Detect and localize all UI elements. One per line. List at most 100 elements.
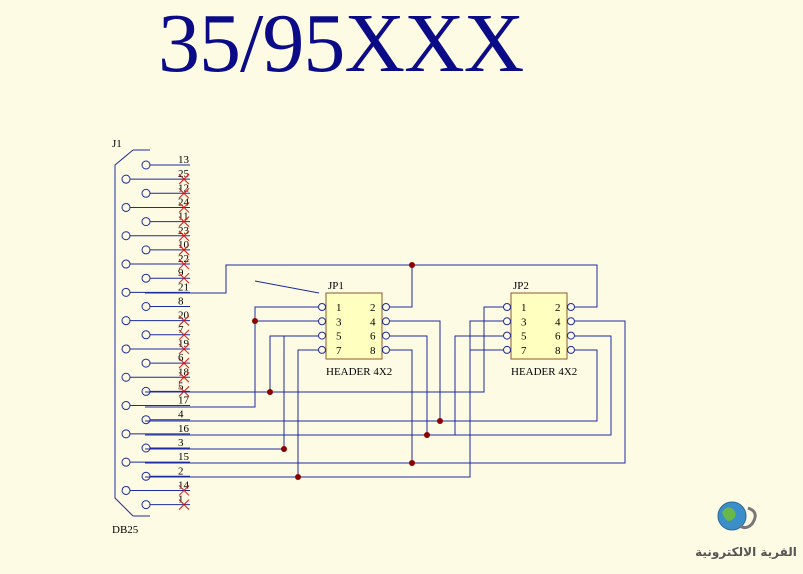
pin-socket: [141, 188, 151, 198]
pin-number: 5: [178, 380, 184, 392]
wire-jp2-pin4: [412, 320, 626, 464]
db25-pin-5: 5: [141, 380, 190, 397]
pin-socket: [121, 485, 131, 495]
db25-pin-12: 12: [141, 182, 190, 199]
jp2-type: HEADER 4X2: [511, 366, 577, 378]
db25-pin-22: 22: [121, 253, 190, 270]
pin-number: 2: [370, 302, 376, 314]
pin-number: 9: [178, 267, 184, 279]
pin-socket: [121, 259, 131, 269]
pin-socket: [567, 317, 575, 326]
junctions: [252, 262, 443, 480]
db25-pin-10: 10: [141, 239, 190, 256]
pin-number: 8: [178, 296, 184, 308]
pin-socket: [121, 372, 131, 382]
wire-jp2-pin7: [298, 349, 504, 478]
pin-number: 4: [555, 316, 561, 328]
pin-number: 2: [555, 302, 561, 314]
pin-number: 11: [178, 211, 189, 223]
globe-land: [722, 507, 736, 521]
pin-socket: [141, 500, 151, 510]
no-connect-mark: [178, 230, 190, 242]
pin-number: 18: [178, 366, 190, 378]
jp2-ref: JP2: [513, 280, 529, 292]
pin-socket: [382, 345, 390, 354]
pin-socket: [567, 331, 575, 340]
pin-socket: [141, 471, 151, 481]
no-connect-mark: [178, 258, 190, 270]
no-connect-mark: [178, 485, 190, 496]
wire-jp1-pin8: [145, 349, 413, 464]
pin-number: 5: [521, 331, 527, 343]
page-title: 35/95XXX: [158, 0, 524, 90]
pin-socket: [382, 303, 390, 311]
pin-socket: [318, 317, 326, 326]
pin-socket: [382, 317, 390, 326]
pin-number: 4: [370, 316, 376, 328]
pin-socket: [141, 245, 151, 255]
pin-socket: [503, 331, 511, 340]
db25-pin-8: 8: [141, 296, 190, 311]
pin-number: 22: [178, 253, 189, 265]
pin-number: 15: [178, 451, 190, 463]
pin-number: 6: [370, 331, 376, 343]
no-connect-mark: [178, 329, 190, 341]
pin-number: 21: [178, 281, 189, 293]
j1-ref: J1: [112, 138, 122, 150]
pin-number: 7: [336, 345, 342, 357]
db25-pin-6: 6: [141, 352, 190, 369]
no-connect-mark: [178, 371, 190, 383]
pin-socket: [141, 386, 151, 396]
db25-pin-21: 21: [121, 281, 190, 297]
db25-pin-20: 20: [121, 310, 190, 327]
pin-socket: [121, 174, 131, 184]
db25-pin-24: 24: [121, 196, 190, 213]
pin-socket: [141, 217, 151, 227]
pin-socket: [141, 443, 151, 453]
pin-socket: [141, 358, 151, 368]
pin-number: 13: [178, 154, 190, 166]
jp1-pin-2: 2: [370, 302, 390, 314]
junction: [437, 418, 443, 424]
pin-number: 1: [336, 302, 342, 314]
no-connect-mark: [178, 272, 190, 284]
pin-socket: [567, 345, 575, 354]
jp2-body: [510, 292, 568, 360]
pin-socket: [141, 330, 151, 340]
pin-number: 17: [178, 395, 190, 407]
pin-number: 1: [178, 494, 184, 506]
jp1-body: [325, 292, 383, 360]
db25-pin-2: 2: [141, 465, 190, 481]
wire-pin-jp1-5: [269, 335, 319, 392]
wire-jp1-pin6: [145, 335, 428, 436]
no-connect-mark: [178, 173, 190, 185]
db25-pin-11: 11: [141, 211, 190, 227]
logo: القرية الالكترونية: [695, 501, 797, 560]
pin-number: 20: [178, 310, 190, 322]
pin-number: 25: [178, 168, 190, 180]
pin-socket: [121, 344, 131, 354]
no-connect-mark: [178, 499, 190, 510]
pin-number: 6: [555, 331, 561, 343]
wire-jp2-pin5: [427, 335, 504, 436]
logo-text: القرية الالكترونية: [695, 545, 797, 560]
wire-jp2-pin6: [455, 335, 612, 436]
logo-swirl: [739, 506, 757, 530]
pin-socket: [503, 303, 511, 311]
no-connect-mark: [178, 187, 190, 199]
junction: [295, 474, 301, 480]
junction: [409, 460, 415, 466]
db25-pin-4: 4: [141, 409, 190, 425]
wires: [145, 264, 626, 478]
junction: [252, 318, 258, 324]
pin-socket: [121, 457, 131, 467]
pin-socket: [318, 303, 326, 311]
wire-jp1-pin1: [254, 306, 319, 321]
junction: [281, 446, 287, 452]
pin-number: 8: [555, 345, 561, 357]
pin-number: 7: [521, 345, 527, 357]
wire-jp1-pin3: [145, 320, 319, 408]
pin-number: 1: [521, 302, 527, 314]
